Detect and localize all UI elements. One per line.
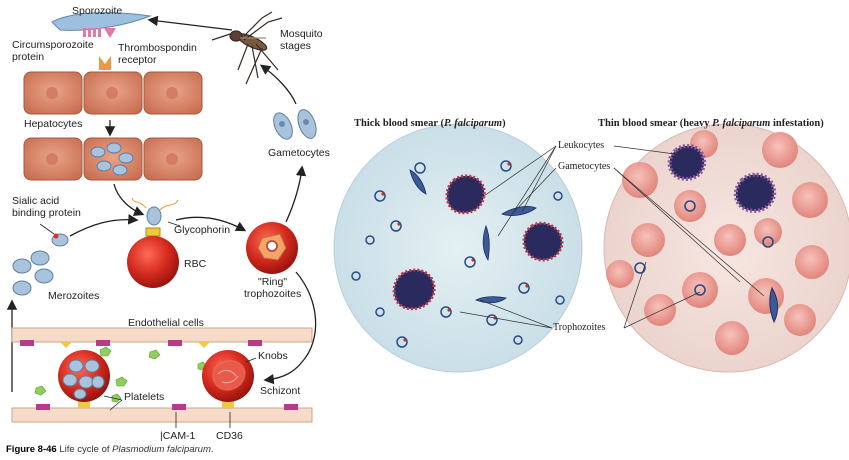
thin-smear-title: Thin blood smear (heavy P. falciparum in… [598, 118, 824, 129]
glycophorin-attachment [131, 197, 179, 237]
label-thrombospondin-1: Thrombospondin [118, 42, 197, 54]
label-smear-gametocytes: Gametocytes [558, 161, 611, 172]
label-hepatocytes: Hepatocytes [24, 118, 83, 130]
thick-smear-circle [333, 123, 583, 373]
ring-trophozoite [246, 222, 298, 274]
label-mosquito-2: stages [280, 40, 311, 52]
label-platelets: Platelets [124, 391, 165, 403]
label-trophozoites: Trophozoites [553, 322, 606, 333]
label-gametocytes-lifecycle: Gametocytes [268, 147, 330, 159]
smear-leader-lines [459, 145, 765, 329]
gametocytes-illustration [273, 109, 317, 140]
label-thrombospondin-2: receptor [118, 54, 157, 66]
label-leukocytes: Leukocytes [558, 140, 605, 151]
label-glycophorin: Glycophorin [174, 224, 231, 236]
hepatocytes-row-2 [23, 137, 203, 181]
mosquito-icon [211, 11, 283, 85]
label-ring-1: "Ring" [258, 276, 288, 288]
infected-rbc-merozoites [58, 350, 110, 402]
hepatocytes-row-1 [23, 71, 203, 115]
label-cd36: CD36 [216, 430, 243, 442]
endothelial-vessel [11, 327, 313, 423]
platelets [34, 346, 208, 403]
label-circumsporozoite-1: Circumsporozoite [12, 39, 94, 51]
figure-caption: Figure 8-46 Life cycle of Plasmodium fal… [6, 444, 214, 455]
label-rbc: RBC [184, 258, 207, 270]
sporozoite-illustration [51, 12, 152, 38]
label-icam: |CAM-1 [160, 430, 196, 442]
merozoites-cluster [12, 250, 54, 296]
thrombospondin-receptor-icon [99, 56, 111, 70]
label-endothelial: Endothelial cells [128, 317, 204, 329]
thin-smear-circle [603, 123, 849, 373]
label-knobs: Knobs [258, 350, 288, 362]
label-sialic-2: binding protein [12, 207, 81, 219]
label-sporozoite: Sporozoite [72, 5, 123, 17]
schizont-rbc [202, 350, 254, 402]
label-schizont: Schizont [260, 385, 301, 397]
label-ring-2: trophozoites [244, 288, 302, 300]
label-merozoites: Merozoites [48, 290, 100, 302]
label-circumsporozoite-2: protein [12, 51, 45, 63]
label-sialic-1: Sialic acid [12, 195, 60, 207]
rbc-cell [127, 236, 179, 288]
thick-smear-title: Thick blood smear (P. falciparum) [354, 118, 506, 129]
sialic-merozoite [51, 233, 69, 247]
label-mosquito-1: Mosquito [280, 28, 323, 40]
